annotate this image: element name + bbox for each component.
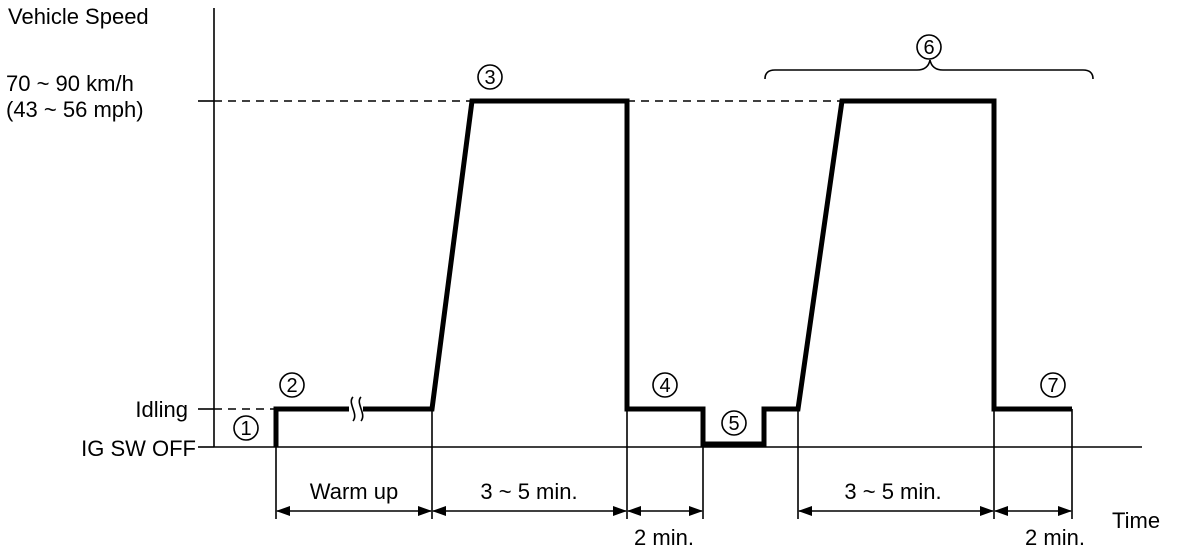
step-3-marker: 3	[477, 64, 503, 90]
off-label: IG SW OFF	[81, 436, 196, 461]
break-mark-right	[358, 396, 364, 422]
step-1-marker: 1	[233, 415, 259, 441]
second-drive-label: 3 ~ 5 min.	[844, 479, 941, 504]
speed-label-line1: 70 ~ 90 km/h	[6, 71, 134, 96]
idling-label: Idling	[135, 397, 188, 422]
step-3-number: 3	[484, 67, 495, 89]
step-1-number: 1	[240, 418, 251, 440]
first-drive-label: 3 ~ 5 min.	[480, 479, 577, 504]
warm-up-label: Warm up	[310, 479, 398, 504]
step-6-brace	[764, 59, 1094, 80]
step-7-number: 7	[1047, 375, 1058, 397]
x-axis-title: Time	[1112, 508, 1160, 533]
first-idle-label: 2 min.	[634, 525, 694, 550]
step-4-number: 4	[659, 375, 670, 397]
step-6-number: 6	[923, 37, 934, 59]
step-5-marker: 5	[721, 410, 747, 436]
speed-label-line2: (43 ~ 56 mph)	[6, 97, 144, 122]
step-4-marker: 4	[652, 372, 678, 398]
step-2-number: 2	[286, 375, 297, 397]
step-2-marker: 2	[279, 372, 305, 398]
second-idle-label: 2 min.	[1025, 525, 1085, 550]
step-6-marker: 6	[916, 34, 942, 60]
step-5-number: 5	[728, 413, 739, 435]
break-mark-left	[350, 396, 356, 422]
step-7-marker: 7	[1040, 372, 1066, 398]
y-axis-title: Vehicle Speed	[8, 4, 149, 29]
speed-profile-line	[273, 98, 1072, 447]
